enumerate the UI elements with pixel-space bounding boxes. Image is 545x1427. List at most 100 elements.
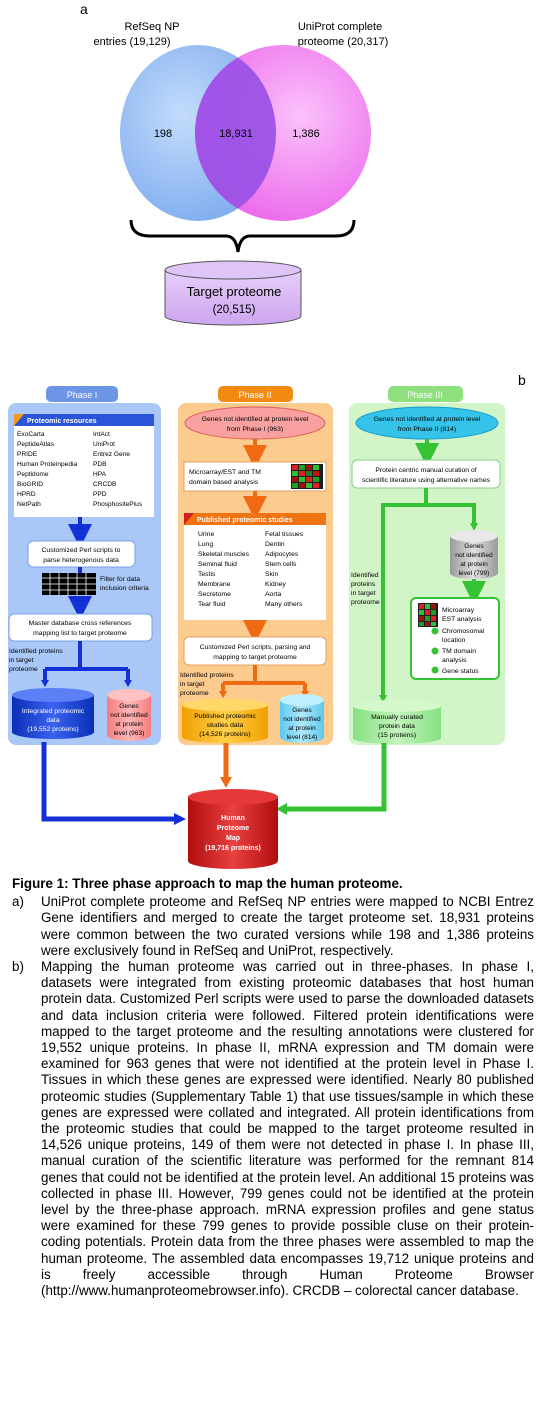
phase3-db-label: Manually curated [371, 714, 423, 721]
svg-text:Many others: Many others [265, 601, 303, 608]
phase1-to-map-arrow [41, 742, 178, 822]
svg-text:Genes not identified at protei: Genes not identified at protein level [202, 416, 309, 423]
phase2-published-db [182, 699, 268, 743]
svg-text:mapping list to target proteom: mapping list to target proteome [33, 630, 127, 637]
svg-text:Secretome: Secretome [198, 591, 231, 598]
panel-b-label: b [518, 372, 526, 388]
phase1-title: Phase I [67, 390, 98, 400]
svg-text:Seminal fluid: Seminal fluid [198, 561, 237, 568]
phase1-resources-title: Proteomic resources [27, 418, 97, 425]
svg-text:UniProt: UniProt [93, 441, 115, 448]
phase1-db-label: Integrated proteomic [22, 708, 85, 715]
svg-text:Lung: Lung [198, 541, 213, 548]
svg-text:studies data: studies data [207, 722, 244, 729]
phase3-title-tab [388, 386, 463, 402]
phase1-integrated-db [12, 688, 94, 739]
bullet-icon [431, 627, 439, 635]
svg-text:scientific literature using al: scientific literature using alternative … [362, 477, 491, 484]
phase1-resources-box [14, 414, 154, 517]
phase2-studies-title: Published proteomic studies [197, 517, 293, 524]
phase2-top-box [184, 406, 326, 440]
svg-text:mapping to target proteome: mapping to target proteome [213, 654, 297, 661]
svg-text:Customized Perl scripts, parsi: Customized Perl scripts, parsing and [200, 644, 311, 651]
phase2-genes-db [280, 694, 324, 743]
svg-text:Map: Map [226, 835, 240, 842]
svg-text:(15 proteins): (15 proteins) [378, 732, 416, 739]
heatmap-icon-small [418, 603, 438, 627]
phase2-title: Phase II [238, 390, 271, 400]
phase1-genes-label: Genes [119, 703, 139, 710]
curly-brace [129, 219, 356, 253]
venn-overlap [195, 45, 276, 221]
svg-text:(19,552 proteins): (19,552 proteins) [27, 726, 78, 733]
svg-text:Kidney: Kidney [265, 581, 286, 588]
svg-text:not identified: not identified [283, 716, 321, 723]
svg-text:Testis: Testis [198, 571, 216, 578]
analysis-tm-label: TM domain [442, 648, 476, 655]
caption-item-text: UniProt complete proteome and RefSeq NP … [41, 894, 534, 958]
svg-text:Tear fluid: Tear fluid [198, 601, 226, 608]
svg-text:PDB: PDB [93, 461, 107, 468]
svg-text:Aorta: Aorta [265, 591, 281, 598]
right-set-count: proteome (20,317) [298, 36, 389, 48]
svg-text:Protein centric manual curatio: Protein centric manual curation of [375, 467, 476, 474]
caption-title: Figure 1: Three phase approach to map th… [12, 876, 403, 891]
svg-text:Master database cross referenc: Master database cross references [29, 620, 132, 627]
svg-text:Skin: Skin [265, 571, 278, 578]
phase3-to-map-arrow [283, 743, 387, 812]
human-proteome-map-db [188, 789, 278, 869]
phase3-split-arrows [381, 488, 476, 698]
svg-text:in target: in target [180, 681, 205, 688]
svg-text:HPRD: HPRD [17, 491, 36, 498]
svg-text:Adipocytes: Adipocytes [265, 551, 299, 558]
svg-text:Proteome: Proteome [217, 825, 249, 832]
phase2-identified-label: Identified proteins [180, 672, 234, 679]
svg-text:Dentin: Dentin [265, 541, 285, 548]
svg-text:from Phase II (814): from Phase II (814) [398, 426, 456, 433]
svg-text:at protein: at protein [288, 725, 316, 732]
phase1-filter-label-2: inclusion criteria [100, 585, 149, 592]
svg-text:from Phase I (963): from Phase I (963) [227, 426, 283, 433]
right-set-title: UniProt complete [298, 21, 382, 33]
target-proteome-label: Target proteome [187, 284, 282, 299]
svg-text:PeptideAtlas: PeptideAtlas [17, 441, 55, 448]
caption-item-label: b) [12, 959, 24, 975]
phase3-genes-label: Genes [464, 543, 484, 550]
right-exclusive-count: 1,386 [292, 128, 320, 140]
svg-text:not identified: not identified [110, 712, 148, 719]
heatmap-icon [291, 464, 323, 489]
left-set-title: RefSeq NP [124, 21, 179, 33]
svg-text:Genes not identified at protei: Genes not identified at protein level [374, 416, 481, 423]
phase2-studies-list: Urine Lung Skeletal muscles Seminal flui… [198, 531, 304, 608]
svg-text:at protein: at protein [460, 561, 488, 568]
phase2-db-label: Published proteomic [194, 713, 256, 720]
svg-text:proteome: proteome [180, 690, 209, 697]
caption-item-b: b) Mapping the human proteome was carrie… [12, 959, 534, 1299]
svg-text:Fetal tissues: Fetal tissues [265, 531, 304, 538]
overlap-count: 18,931 [219, 128, 253, 140]
phase3-title: Phase III [407, 390, 443, 400]
caption-item-a: a) UniProt complete proteome and RefSeq … [12, 894, 534, 959]
svg-text:Customized Perl scripts to: Customized Perl scripts to [42, 547, 121, 554]
phase1-filter-label-1: Filter for data [100, 576, 140, 583]
svg-text:ExoCarta: ExoCarta [17, 431, 45, 438]
bullet-icon [431, 666, 439, 674]
svg-text:location: location [442, 637, 466, 644]
caption-item-label: a) [12, 894, 24, 910]
phase1-resources-list: ExoCarta PeptideAtlas PRIDE Human Protei… [17, 431, 143, 508]
panel-a-label: a [80, 1, 88, 17]
bullet-icon [431, 647, 439, 655]
svg-text:protein data: protein data [379, 723, 415, 730]
phase3-curated-db [353, 700, 441, 744]
svg-text:Microarray/EST and TM: Microarray/EST and TM [189, 469, 261, 476]
svg-text:proteins: proteins [351, 581, 376, 588]
final-map-label: Human [221, 815, 245, 822]
svg-text:CRCDB: CRCDB [93, 481, 117, 488]
svg-text:PRIDE: PRIDE [17, 451, 38, 458]
phase1-genes-db [107, 689, 151, 741]
svg-text:parse heterogenous data: parse heterogenous data [43, 557, 119, 564]
svg-text:HPA: HPA [93, 471, 107, 478]
venn-diagram-panel: a RefSeq NP entries (19,129) UniProt com… [80, 1, 389, 326]
analysis-microarray-label: Microarray [442, 607, 475, 614]
phase3-identified-label: Identified [351, 572, 379, 579]
